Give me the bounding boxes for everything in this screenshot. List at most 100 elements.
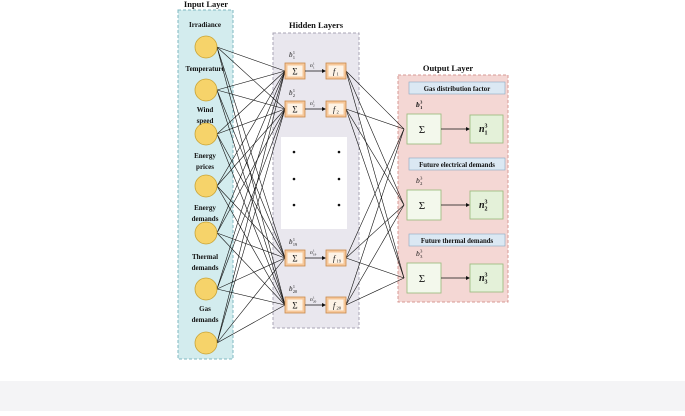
output-title-box <box>408 157 506 171</box>
input-label: Temperature <box>186 65 225 73</box>
output-title: Future electrical demands <box>419 162 495 169</box>
connection-line <box>345 277 405 306</box>
connection-line <box>345 204 405 259</box>
hidden-f-label: f <box>333 301 337 310</box>
hidden-f-label: f <box>333 67 337 76</box>
connection-line <box>216 70 286 135</box>
input-node <box>194 35 218 59</box>
output-n-box <box>469 190 504 220</box>
hidden-bias-label: b <box>289 51 293 59</box>
output-n-label: n <box>479 200 485 211</box>
hidden-n-label-sub: 19 <box>313 252 317 256</box>
connection-line <box>216 232 286 306</box>
connection-line <box>216 185 286 259</box>
hidden-n-label: n <box>310 63 313 69</box>
connection-line <box>345 70 405 279</box>
hidden-n-label-sub: 20 <box>313 299 317 303</box>
input-node <box>194 221 218 245</box>
connection-line <box>216 257 286 290</box>
output-layer-title: Output Layer <box>423 63 474 73</box>
hidden-bias-label-sup: 1 <box>293 50 295 55</box>
hidden-f-inner <box>328 299 344 311</box>
connection-line <box>216 89 286 259</box>
output-n-label-sub: 2 <box>485 207 488 213</box>
connection-line <box>216 257 286 344</box>
output-n-box <box>469 114 504 144</box>
output-arrow-head <box>466 203 470 207</box>
input-label: speed <box>197 117 214 125</box>
input-label: Gas <box>199 305 211 313</box>
connection-line <box>216 70 286 290</box>
hidden-sum-symbol: Σ <box>292 301 297 311</box>
hidden-sum-symbol: Σ <box>292 254 297 264</box>
input-node <box>194 174 218 198</box>
ellipsis-dot <box>292 177 296 181</box>
output-title: Future thermal demands <box>421 238 494 245</box>
output-bias-label-sup: 3 <box>420 176 423 181</box>
hidden-arrow-head <box>322 303 326 307</box>
output-n-label: n <box>479 124 485 135</box>
footer-strip <box>0 381 685 411</box>
output-n-box <box>469 263 504 293</box>
hidden-f-sub: 1 <box>337 72 339 77</box>
hidden-bias-label-sub: 20 <box>293 289 297 294</box>
connection-lines <box>216 46 405 344</box>
output-title-box <box>408 233 506 247</box>
connection-line <box>216 46 286 72</box>
hidden-sum-inner <box>287 252 303 264</box>
output-n-label-sub: 3 <box>485 280 488 286</box>
connection-line <box>216 232 286 259</box>
connection-line <box>216 46 286 306</box>
hidden-f-sub: 20 <box>337 306 342 311</box>
hidden-bias-label-sup: 1 <box>293 237 295 242</box>
output-title-box <box>408 81 506 95</box>
output-sum-box <box>406 189 442 221</box>
connection-line <box>216 70 286 234</box>
hidden-n-label: n <box>310 101 313 107</box>
hidden-f-label: f <box>333 105 337 114</box>
connection-line <box>216 133 286 306</box>
connection-line <box>345 70 405 206</box>
hidden-n-label: n <box>310 250 313 256</box>
connection-line <box>216 89 286 306</box>
hidden-f-inner <box>328 103 344 115</box>
hidden-n-label-sub: 1 <box>313 65 315 69</box>
output-n-label-sup: 3 <box>485 200 488 206</box>
ellipsis-dot <box>337 203 341 207</box>
output-bias-label-sup: 3 <box>420 249 423 254</box>
hidden-n-label-sup: 1 <box>313 100 315 104</box>
hidden-f-sub: 2 <box>337 110 339 115</box>
hidden-bias-label: b <box>289 89 293 97</box>
hidden-bias-label-sup: 1 <box>293 284 295 289</box>
hidden-sum-inner <box>287 103 303 115</box>
connection-line <box>345 108 405 130</box>
hidden-n-label-sup: 1 <box>313 296 315 300</box>
hidden-bias-label-sub: 19 <box>293 242 297 247</box>
connection-line <box>216 108 286 187</box>
hidden-layer-gap <box>281 137 347 229</box>
output-bias-label: b <box>416 100 420 109</box>
output-sum-symbol: Σ <box>419 200 425 212</box>
output-arrow-head <box>466 276 470 280</box>
output-bias-label-sub: 1 <box>420 105 423 110</box>
output-n-label-sub: 1 <box>485 131 488 137</box>
output-bias-label-sub: 3 <box>420 254 423 259</box>
connection-line <box>345 128 405 306</box>
connection-line <box>216 108 286 344</box>
ellipsis-dots <box>292 150 341 207</box>
hidden-sum-symbol: Σ <box>292 67 297 77</box>
connection-line <box>345 70 405 130</box>
connection-line <box>216 70 286 91</box>
input-label: demands <box>192 215 219 223</box>
output-n-label-sup: 3 <box>485 273 488 279</box>
connection-line <box>216 304 286 344</box>
input-nodes <box>194 35 218 355</box>
input-label: prices <box>196 163 214 171</box>
output-sum-symbol: Σ <box>419 273 425 285</box>
connection-line <box>216 70 286 187</box>
connection-line <box>216 288 286 306</box>
